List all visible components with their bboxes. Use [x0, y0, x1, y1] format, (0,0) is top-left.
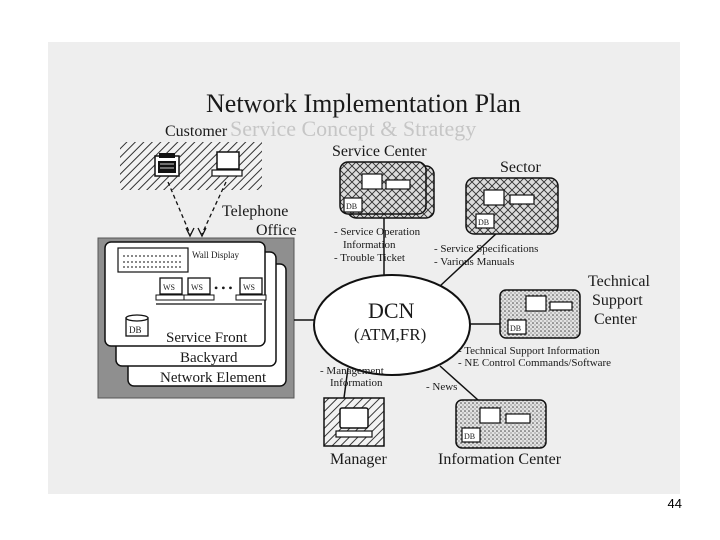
- sector-label: Sector: [500, 159, 542, 176]
- technical-support-db-label: DB: [510, 324, 521, 333]
- telephone-office-label-2: Office: [256, 222, 297, 239]
- layer-label-service-front: Service Front: [166, 330, 248, 346]
- sector-item-2: - Various Manuals: [434, 256, 514, 268]
- technical-support-label-3: Center: [594, 311, 637, 328]
- technical-support-item-1: - Technical Support Information: [458, 345, 600, 357]
- link-information-center-dcn: [439, 365, 479, 401]
- sector-database-icon: DB: [475, 213, 495, 229]
- ghost-text: Service Concept & Strategy: [230, 116, 476, 141]
- manager-label: Manager: [330, 451, 388, 468]
- link-sector-dcn: [439, 231, 499, 287]
- information-center-item-1: - News: [426, 381, 457, 393]
- dcn-protocol-label: (ATM,FR): [354, 325, 426, 344]
- technical-support-label-2: Support: [592, 292, 643, 309]
- page-number: 44: [667, 496, 682, 511]
- service-center-database-icon: DB: [343, 197, 363, 213]
- monitor-icon: [335, 407, 373, 438]
- customer-label: Customer: [165, 123, 228, 140]
- dcn-network: [313, 274, 471, 376]
- terminal-icon: [211, 151, 243, 177]
- service-center-item-3: - Trouble Ticket: [334, 252, 405, 264]
- layer-label-network-element: Network Element: [160, 370, 267, 386]
- diagram-title: Network Implementation Plan: [206, 89, 521, 118]
- manager-item-2: Information: [330, 377, 383, 389]
- service-center-label: Service Center: [332, 143, 427, 160]
- office-database-icon: DB: [125, 314, 149, 337]
- dcn-label: DCN: [368, 298, 415, 323]
- workstation-icon: WS: [155, 277, 187, 301]
- customer-terminal-link: [201, 181, 227, 235]
- computer-icon: [479, 407, 501, 424]
- service-center-item-2: Information: [343, 239, 396, 251]
- printer-icon: [509, 194, 535, 205]
- computer-icon: [483, 189, 505, 206]
- scanned-diagram: Service Concept & Strategy Network Imple…: [48, 42, 680, 494]
- technical-support-label-1: Technical: [588, 273, 651, 290]
- service-center-db-label: DB: [346, 202, 357, 211]
- information-center-database-icon: DB: [461, 427, 481, 443]
- information-center-label: Information Center: [438, 451, 562, 468]
- ws-label-2: WS: [191, 283, 203, 292]
- office-db-label: DB: [129, 325, 142, 335]
- workstation-icon: WS: [183, 277, 215, 301]
- sector-item-1: - Service Specifications: [434, 243, 538, 255]
- wall-display: [117, 247, 189, 273]
- printer-icon: [549, 301, 573, 311]
- ws-ellipsis: • • •: [214, 281, 233, 295]
- technical-support-database-icon: DB: [507, 319, 527, 335]
- wall-display-label: Wall Display: [192, 250, 240, 260]
- ws-label-1: WS: [163, 283, 175, 292]
- link-manager-dcn: [343, 367, 349, 399]
- computer-icon: [525, 295, 547, 312]
- customer-zone: [120, 142, 262, 190]
- layer-label-backyard: Backyard: [180, 350, 238, 366]
- technical-support-item-2: - NE Control Commands/Software: [458, 357, 611, 369]
- customer-phone-link: [167, 181, 191, 235]
- printer-icon: [505, 413, 531, 424]
- manager-item-1: - Management: [320, 365, 384, 377]
- ws-label-3: WS: [243, 283, 255, 292]
- service-center-item-1: - Service Operation: [334, 226, 421, 238]
- workstation-icon: WS: [235, 277, 267, 301]
- telephone-office-label-1: Telephone: [222, 203, 288, 220]
- sector-db-label: DB: [478, 218, 489, 227]
- information-center-db-label: DB: [464, 432, 475, 441]
- computer-icon: [361, 173, 383, 190]
- printer-icon: [385, 179, 411, 190]
- telephone-icon: [154, 153, 180, 177]
